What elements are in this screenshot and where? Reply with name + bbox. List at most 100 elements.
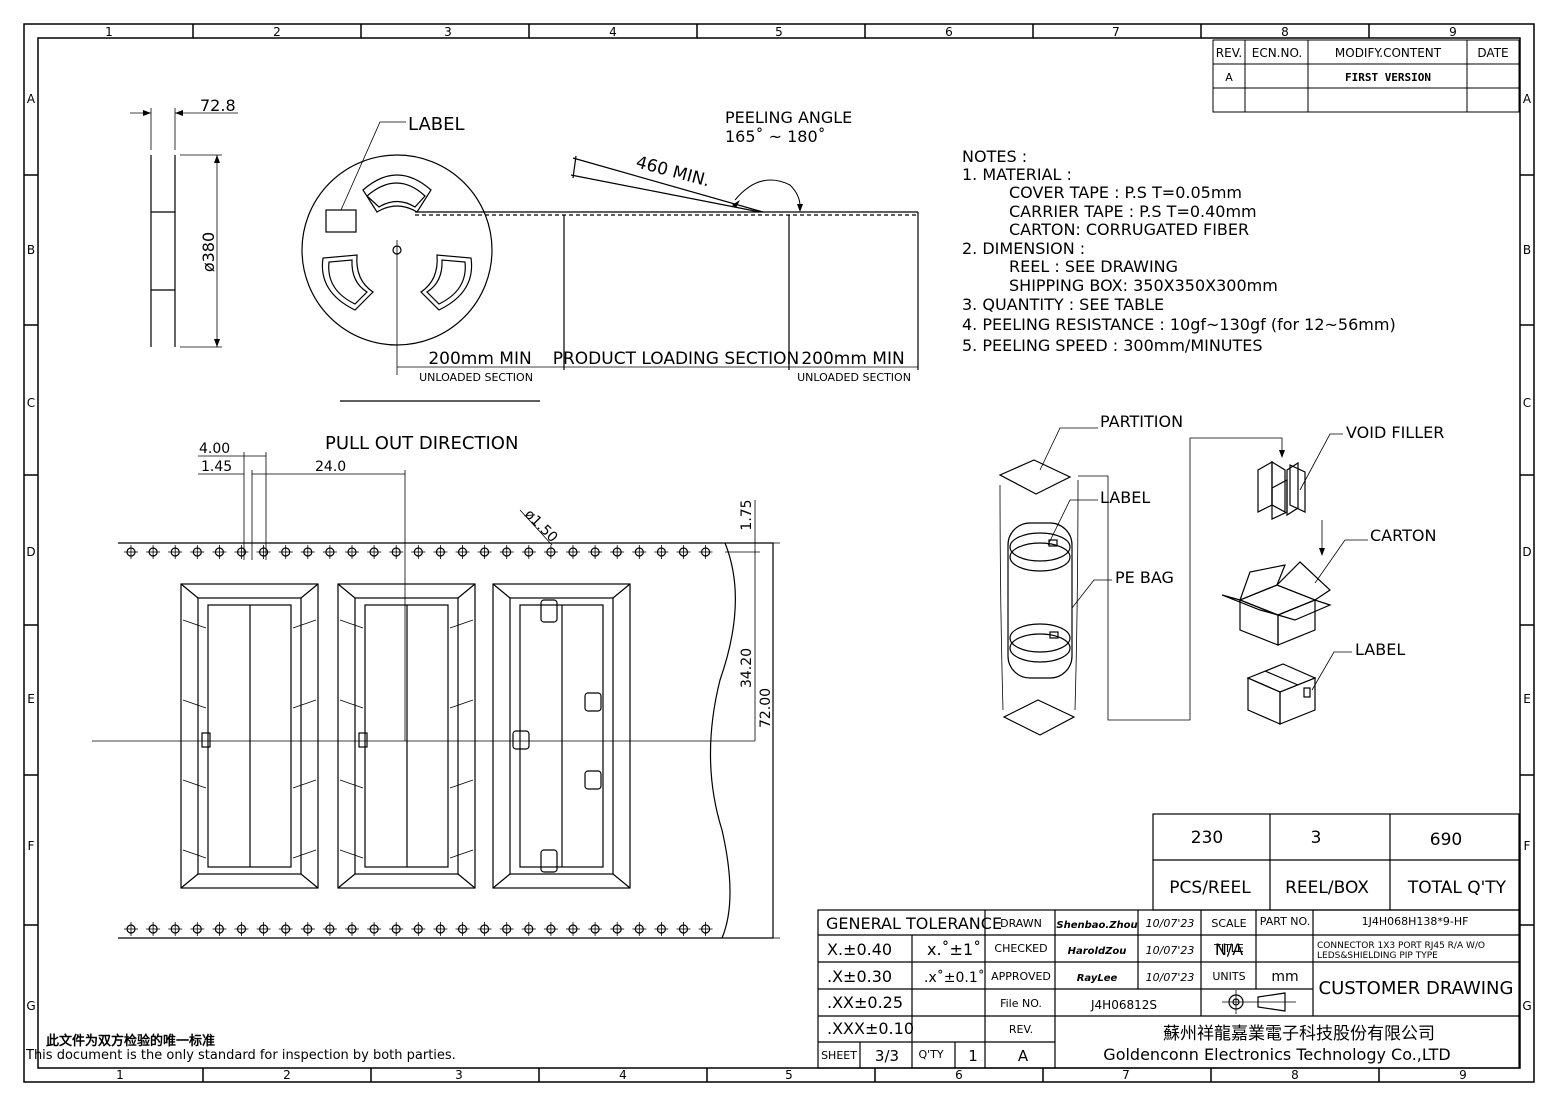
- sprocket-hole: [521, 545, 536, 559]
- sprocket-hole: [234, 922, 249, 936]
- dim-hole-diameter: ø1.50: [521, 507, 560, 546]
- sprocket-hole: [610, 922, 625, 936]
- notes-block: NOTES : 1. MATERIAL : COVER TAPE : P.S T…: [962, 147, 1396, 355]
- tolerance-dot-xxx: .XXX±0.10: [827, 1019, 914, 1038]
- reel-width-dim: 72.8: [200, 96, 236, 115]
- pocket: [180, 583, 319, 889]
- file-no-label: File NO.: [1000, 997, 1042, 1010]
- dim-4-00: 4.00: [199, 441, 230, 457]
- carton-callout: CARTON: [1370, 526, 1436, 545]
- zone-letter: F: [28, 839, 35, 853]
- sprocket-hole: [278, 922, 293, 936]
- zone-number: 9: [1459, 1068, 1467, 1082]
- drawn-signature: Shenbao.Zhou: [1056, 920, 1137, 931]
- sprocket-hole-row: [124, 545, 713, 559]
- sprocket-hole: [433, 545, 448, 559]
- rev-value: A: [1225, 71, 1233, 84]
- dim-1-45: 1.45: [201, 459, 232, 475]
- zone-number: 3: [444, 25, 452, 39]
- zone-letter: C: [1523, 396, 1531, 410]
- reel-front-view: LABEL: [301, 114, 493, 375]
- rev-label: REV.: [1009, 1023, 1033, 1036]
- sprocket-hole: [632, 922, 647, 936]
- zone-number: 1: [116, 1068, 124, 1082]
- units-value: mm: [1271, 969, 1298, 985]
- zone-letter: E: [27, 692, 35, 706]
- note-line: REEL : SEE DRAWING: [1009, 257, 1178, 276]
- title-line-1: CONNECTOR 1X3 PORT RJ45 R/A W/O: [1317, 941, 1485, 951]
- ecn-header: ECN.NO.: [1252, 46, 1303, 60]
- file-no-value: J4H06812S: [1090, 998, 1157, 1012]
- void-filler-callout: VOID FILLER: [1346, 423, 1444, 442]
- drawing-frame: [23, 23, 1535, 1083]
- sprocket-hole: [654, 922, 669, 936]
- dim-1-75: 1.75: [739, 499, 755, 530]
- frame-labels: 1 2 3 4 5 6 7 8 9 1 2 3 4 5 6 7 8 9 A B …: [26, 25, 1532, 1082]
- checked-signature: HaroldZou: [1068, 946, 1127, 957]
- drawn-label: DRAWN: [1000, 917, 1042, 930]
- pe-bag-callout: PE BAG: [1115, 568, 1174, 587]
- sprocket-hole: [322, 922, 337, 936]
- sprocket-hole: [543, 545, 558, 559]
- sprocket-hole: [610, 545, 625, 559]
- approved-label: APPROVED: [991, 970, 1051, 983]
- rev-header: REV.: [1216, 46, 1242, 60]
- sprocket-hole: [190, 545, 205, 559]
- tolerance-angle-x: x.˚±1˚: [927, 940, 981, 959]
- drawn-date: 10/07'23: [1146, 917, 1195, 930]
- sheet-label: SHEET: [821, 1049, 857, 1062]
- sprocket-hole: [278, 545, 293, 559]
- part-no-label: PART NO.: [1260, 915, 1310, 928]
- header-reel-box: REEL/BOX: [1285, 878, 1369, 898]
- note-line: COVER TAPE : P.S T=0.05mm: [1009, 183, 1242, 202]
- sprocket-hole: [676, 922, 691, 936]
- sprocket-hole: [455, 545, 470, 559]
- qty-label: Q'TY: [918, 1048, 943, 1061]
- loading-section-label: PRODUCT LOADING SECTION: [553, 349, 800, 369]
- zone-letter: B: [1523, 243, 1531, 257]
- tape-strip: PEELING ANGLE 165˚ ~ 180˚ 460 MIN. 200mm…: [397, 108, 919, 384]
- sprocket-hole: [499, 922, 514, 936]
- sprocket-hole: [256, 922, 271, 936]
- carrier-tape-detail: PULL OUT DIRECTION 4.00: [92, 400, 780, 939]
- sprocket-hole: [234, 545, 249, 559]
- sprocket-hole: [433, 922, 448, 936]
- pocket: [492, 583, 631, 889]
- general-tolerance-title: GENERAL TOLERANCE: [826, 914, 1002, 933]
- reel-diameter-dim: ø380: [199, 232, 218, 272]
- footer-cn: 此文件为双方检验的唯一标准: [46, 1033, 215, 1049]
- sprocket-hole: [698, 922, 713, 936]
- zone-letter: G: [26, 999, 35, 1013]
- qty-value: 1: [968, 1047, 978, 1065]
- zone-number: 4: [609, 25, 617, 39]
- drawing-type: CUSTOMER DRAWING: [1319, 978, 1514, 999]
- sprocket-hole: [477, 545, 492, 559]
- zone-number: 5: [785, 1068, 793, 1082]
- sprocket-hole: [124, 922, 138, 936]
- sprocket-hole: [389, 922, 404, 936]
- scale-value: N/A: [1215, 940, 1243, 959]
- revision-table: REV. ECN.NO. MODIFY.CONTENT DATE A FIRST…: [1212, 39, 1520, 113]
- left-section-caption: UNLOADED SECTION: [419, 371, 533, 384]
- note-line: SHIPPING BOX: 350X350X300mm: [1009, 276, 1278, 295]
- sprocket-hole: [146, 922, 161, 936]
- sprocket-hole: [477, 922, 492, 936]
- footer-en: This document is the only standard for i…: [25, 1048, 456, 1063]
- sprocket-hole: [566, 922, 580, 936]
- peeling-min-length: 460 MIN.: [634, 153, 712, 192]
- sprocket-hole: [499, 545, 514, 559]
- pull-direction-label: PULL OUT DIRECTION: [325, 433, 518, 454]
- packing-illustration: PARTITION LABEL PE BAG VOID FILLER CARTO…: [998, 412, 1444, 736]
- peeling-angle-title: PEELING ANGLE: [725, 108, 852, 127]
- sprocket-hole: [212, 545, 227, 559]
- sprocket-hole: [124, 545, 138, 559]
- footer-note: 此文件为双方检验的唯一标准 This document is the only …: [25, 1033, 456, 1063]
- scale-label: SCALE: [1211, 917, 1246, 930]
- sprocket-hole: [411, 545, 426, 559]
- sprocket-hole: [300, 545, 315, 559]
- title-block: GENERAL TOLERANCE X.±0.40 x.˚±1˚ .X±0.30…: [817, 909, 1520, 1069]
- rev-value: A: [1018, 1047, 1029, 1065]
- zone-letter: A: [27, 92, 36, 106]
- approved-signature: RayLee: [1077, 973, 1118, 984]
- sprocket-hole: [212, 922, 227, 936]
